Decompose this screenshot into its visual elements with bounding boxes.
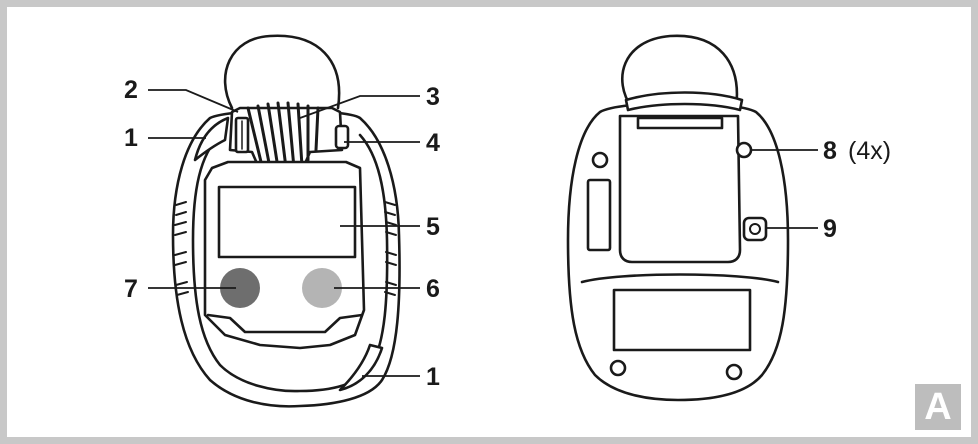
callout-5: 5 [426,213,440,241]
latch-top-left [193,116,230,162]
screw-top-left [591,151,609,169]
display-window [217,185,357,259]
leader-3 [299,95,420,119]
back-leader-lines [752,149,818,229]
front-clip [223,34,341,110]
front-lower-bezel [206,313,364,334]
left-button [220,268,260,308]
callout-1-bottom: 1 [426,363,440,391]
screw-top-right [735,141,753,159]
latch-bottom-right [338,343,384,392]
back-clip-hinge [636,116,724,130]
back-clip-strap [624,91,744,112]
ir-port [334,124,350,150]
leader-2 [148,89,239,113]
callout-9: 9 [823,215,837,243]
callout-6: 6 [426,275,440,303]
screw-bottom-right [725,363,743,381]
callout-8-quantity: (4x) [848,137,891,165]
callout-8: 8 [823,137,837,165]
callout-2: 2 [124,76,138,104]
callout-4: 4 [426,129,440,157]
callout-1-top: 1 [124,124,138,152]
front-inner-housing [191,133,389,393]
front-leader-lines [148,89,420,377]
figure-label-badge: A [915,384,961,430]
front-right-grip [384,201,397,296]
right-button [302,268,342,308]
back-side-slot [586,178,612,252]
back-clip-plate [618,114,742,264]
back-clip-loop [620,34,739,110]
back-lower-panel [580,273,780,284]
back-view [566,34,790,402]
front-view [171,34,401,408]
front-left-grip [174,201,189,296]
back-label-area [612,288,752,352]
screw-bottom-left [609,359,627,377]
callout-3: 3 [426,83,440,111]
callout-7: 7 [124,275,138,303]
